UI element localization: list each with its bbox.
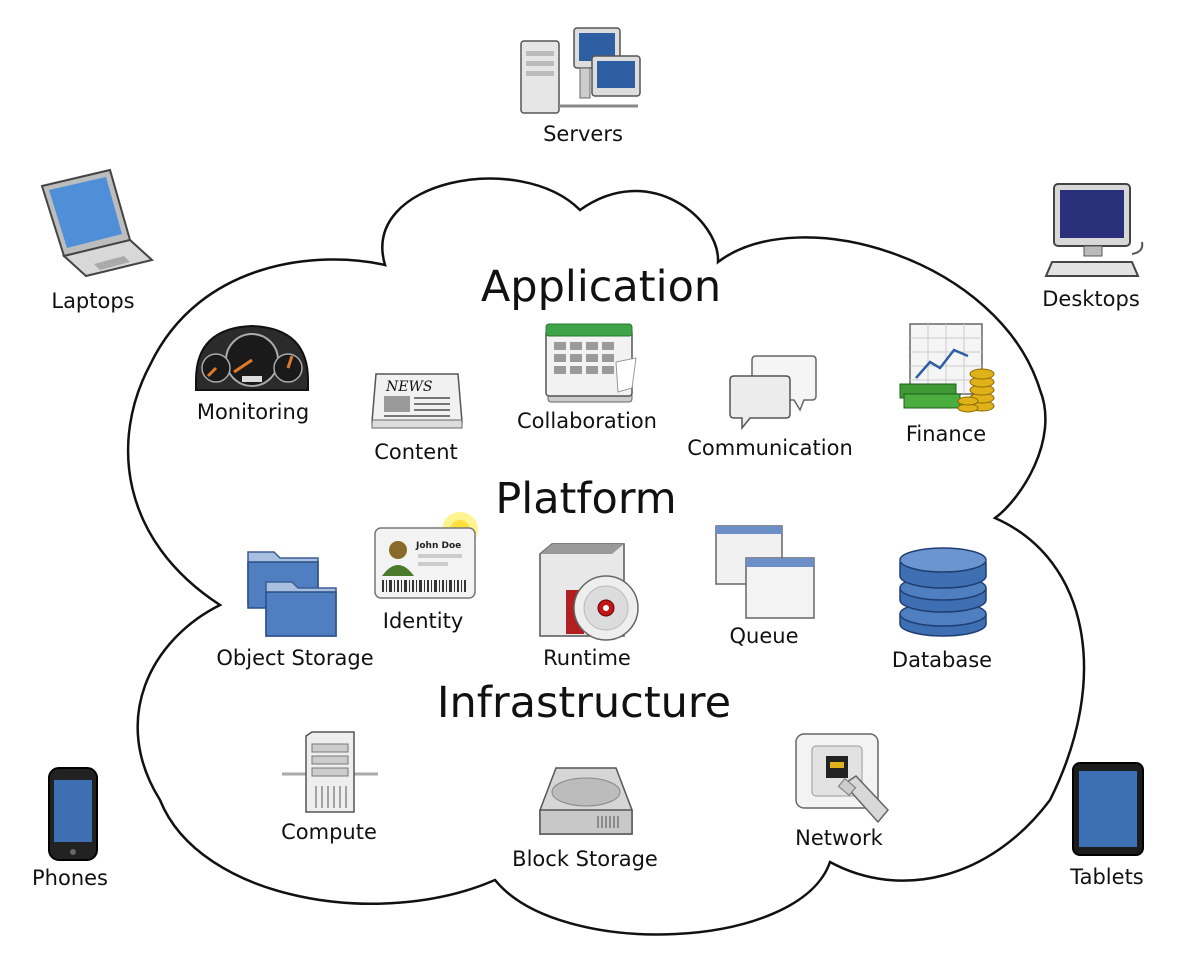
newspaper-icon: NEWS [370, 372, 464, 430]
service-label-communication: Communication [687, 436, 853, 460]
device-label-phones: Phones [32, 866, 108, 890]
service-label-identity: Identity [382, 609, 464, 633]
newspaper-masthead-text: NEWS [385, 379, 432, 395]
id-card-name-text: John Doe [415, 541, 461, 551]
service-label-runtime: Runtime [543, 646, 631, 670]
service-label-collaboration: Collaboration [517, 409, 657, 433]
phone-icon [47, 766, 99, 862]
device-label-tablets: Tablets [1070, 865, 1144, 889]
disc-box-icon [538, 542, 642, 642]
server-tower-icon [282, 730, 378, 814]
database-icon [896, 544, 990, 638]
service-label-finance: Finance [905, 422, 987, 446]
tablet-icon [1071, 761, 1145, 857]
hard-drive-icon [538, 766, 634, 838]
ethernet-port-icon [794, 732, 890, 826]
device-label-laptops: Laptops [51, 289, 135, 313]
service-label-object-storage: Object Storage [216, 646, 374, 670]
id-card-icon: John Doe [372, 510, 482, 602]
service-label-database: Database [891, 648, 993, 672]
device-label-servers: Servers [543, 122, 623, 146]
service-label-compute: Compute [281, 820, 377, 844]
service-label-network: Network [795, 826, 883, 850]
laptop-icon [34, 168, 156, 278]
service-label-monitoring: Monitoring [196, 400, 310, 424]
speech-bubbles-icon [728, 354, 818, 432]
service-label-content: Content [374, 440, 458, 464]
device-label-desktops: Desktops [1042, 287, 1140, 311]
desktop-icon [1044, 182, 1144, 278]
layer-heading-application: Application [480, 262, 722, 312]
calendar-icon [544, 322, 640, 404]
layer-heading-platform: Platform [495, 474, 677, 524]
service-label-block-storage: Block Storage [512, 847, 658, 871]
finance-chart-icon [898, 322, 998, 414]
gauge-icon [192, 320, 312, 394]
layer-heading-infrastructure: Infrastructure [436, 678, 732, 728]
service-label-queue: Queue [729, 624, 799, 648]
windows-icon [714, 524, 816, 620]
servers-icon [518, 26, 642, 114]
folder-icon [244, 544, 340, 638]
